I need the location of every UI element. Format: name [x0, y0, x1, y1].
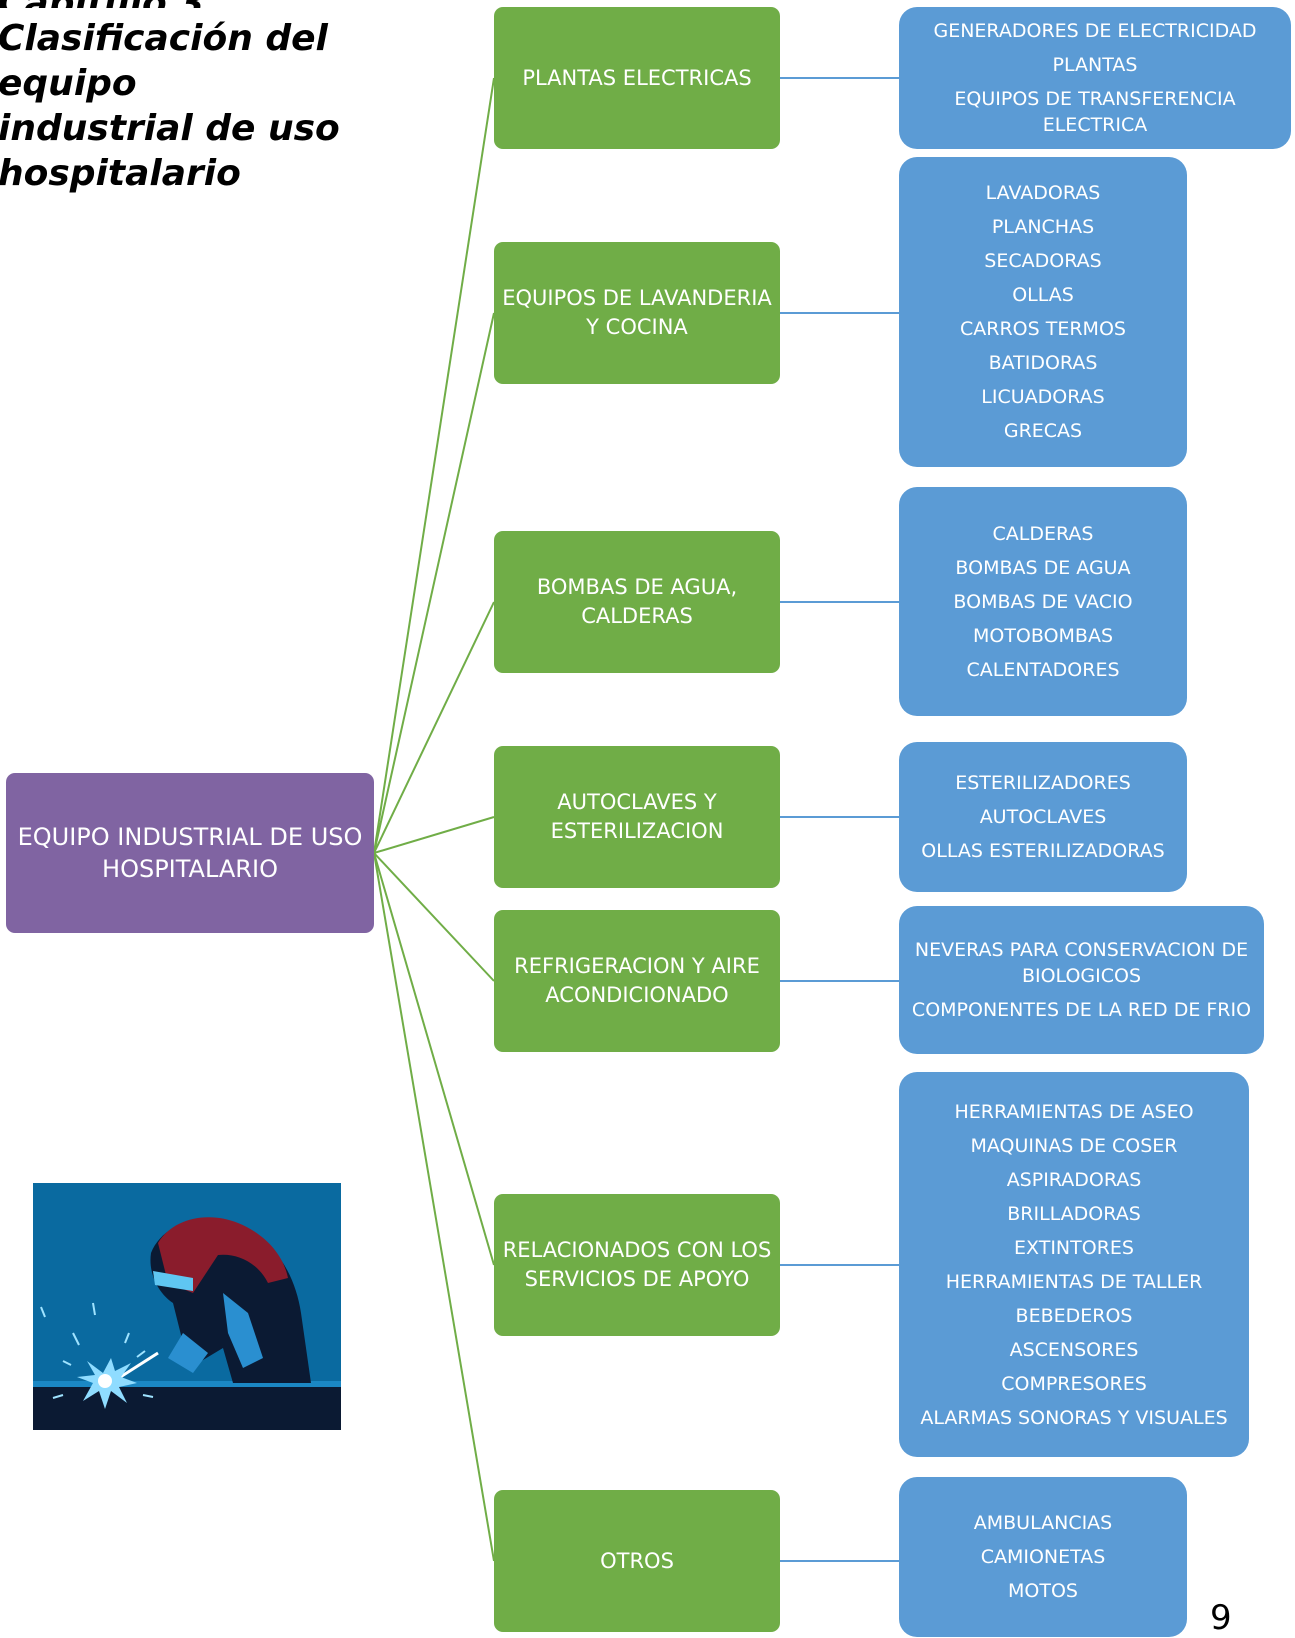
category-label: EQUIPOS DE LAVANDERIA Y COCINA — [502, 286, 772, 339]
subitems-box: ESTERILIZADORES AUTOCLAVES OLLAS ESTERILIZ… — [899, 742, 1187, 892]
category-label: OTROS — [600, 1548, 674, 1573]
root-node: EQUIPO INDUSTRIAL DE USO HOSPITALARIO — [6, 773, 374, 933]
subitem: ALARMAS SONORAS Y VISUALES — [920, 1406, 1228, 1429]
subitem: AUTOCLAVES — [979, 806, 1107, 828]
subitem: CALENTADORES — [966, 658, 1120, 681]
category-node: AUTOCLAVES Y ESTERILIZACION — [494, 746, 780, 888]
subitems-box: HERRAMIENTAS DE ASEO MAQUINAS DE COSER ASP… — [899, 1072, 1249, 1457]
subitem: MAQUINAS DE COSER — [970, 1134, 1178, 1157]
subitem: CALDERAS — [992, 522, 1094, 545]
subitem: OLLAS — [1012, 284, 1074, 306]
subitem: GENERADORES DE ELECTRICIDAD — [933, 20, 1257, 42]
subitem: BATIDORAS — [988, 352, 1098, 374]
subitem: EXTINTORES — [1014, 1236, 1134, 1259]
root-node-label: EQUIPO INDUSTRIAL DE USO HOSPITALARIO — [17, 823, 363, 883]
subitem: OLLAS ESTERILIZADORAS — [921, 840, 1165, 862]
subitem: BEBEDEROS — [1015, 1304, 1133, 1327]
subitem: MOTOBOMBAS — [972, 624, 1114, 647]
title-line-2: industrial de uso — [0, 108, 340, 149]
category-label: PLANTAS ELECTRICAS — [522, 65, 752, 90]
subitem: ASCENSORES — [1009, 1338, 1139, 1361]
clipped-heading: Capítulo 3 — [0, 0, 468, 8]
root-connector — [373, 601, 495, 854]
subitem: COMPONENTES DE LA RED DE FRIO — [911, 999, 1252, 1021]
root-connector — [373, 852, 495, 1562]
root-connector — [373, 77, 495, 854]
category-node: BOMBAS DE AGUA, CALDERAS — [494, 531, 780, 673]
subitems-box: NEVERAS PARA CONSERVACION DE BIOLOGICOS C… — [899, 906, 1264, 1054]
subitem: AMBULANCIAS — [973, 1512, 1113, 1534]
category-node: EQUIPOS DE LAVANDERIA Y COCINA — [494, 242, 780, 384]
category-node: REFRIGERACION Y AIRE ACONDICIONADO — [494, 910, 780, 1052]
subitem: SECADORAS — [984, 250, 1102, 272]
category-label: BOMBAS DE AGUA, CALDERAS — [536, 575, 738, 628]
welder-illustration — [33, 1183, 341, 1430]
subitem: ASPIRADORAS — [1006, 1168, 1142, 1191]
subitems-box: LAVADORAS PLANCHAS SECADORAS OLLAS CARROS TE… — [899, 157, 1187, 467]
root-connector — [373, 312, 495, 854]
category-node: OTROS — [494, 1490, 780, 1632]
subitem: LAVADORAS — [985, 182, 1101, 204]
root-connector — [373, 816, 495, 854]
subitem: LICUADORAS — [981, 386, 1105, 408]
title-line-3: hospitalario — [0, 153, 241, 194]
subitem: BRILLADORAS — [1007, 1202, 1141, 1225]
category-node: PLANTAS ELECTRICAS — [494, 7, 780, 149]
subitem: CARROS TERMOS — [960, 318, 1126, 340]
title-line-1: Clasificación del equipo — [0, 18, 328, 104]
category-label: AUTOCLAVES Y ESTERILIZACION — [550, 790, 724, 843]
subitem: HERRAMIENTAS DE ASEO — [954, 1100, 1194, 1123]
category-node: RELACIONADOS CON LOS SERVICIOS DE APOYO — [494, 1194, 780, 1336]
subitem: COMPRESORES — [1001, 1372, 1147, 1395]
subitem: CAMIONETAS — [980, 1546, 1106, 1568]
category-label: RELACIONADOS CON LOS SERVICIOS DE APOYO — [502, 1238, 772, 1291]
page-number: 9 — [1210, 1598, 1232, 1638]
root-connector — [373, 852, 495, 1266]
subitem: NEVERAS PARA CONSERVACION DE BIOLOGICOS — [914, 939, 1249, 987]
subitem: BOMBAS DE AGUA — [955, 556, 1131, 579]
subitem: HERRAMIENTAS DE TALLER — [945, 1270, 1203, 1293]
subitem: ESTERILIZADORES — [955, 772, 1131, 794]
page-title: Capítulo 3 Clasificación del equipo indu… — [0, 0, 468, 196]
subitems-box: AMBULANCIAS CAMIONETAS MOTOS — [899, 1477, 1187, 1637]
root-connector — [373, 852, 495, 982]
subitem: BOMBAS DE VACIO — [953, 590, 1133, 613]
subitem: EQUIPOS DE TRANSFERENCIA ELECTRICA — [954, 88, 1236, 136]
category-label: REFRIGERACION Y AIRE ACONDICIONADO — [514, 954, 760, 1007]
subitem: PLANCHAS — [991, 216, 1095, 238]
subitems-box: GENERADORES DE ELECTRICIDAD PLANTAS EQUIPO… — [899, 7, 1291, 149]
subitem: MOTOS — [1008, 1580, 1078, 1602]
subitem: GRECAS — [1003, 420, 1083, 442]
subitem: PLANTAS — [1052, 54, 1138, 76]
subitems-box: CALDERAS BOMBAS DE AGUA BOMBAS DE VACIO MOT… — [899, 487, 1187, 716]
